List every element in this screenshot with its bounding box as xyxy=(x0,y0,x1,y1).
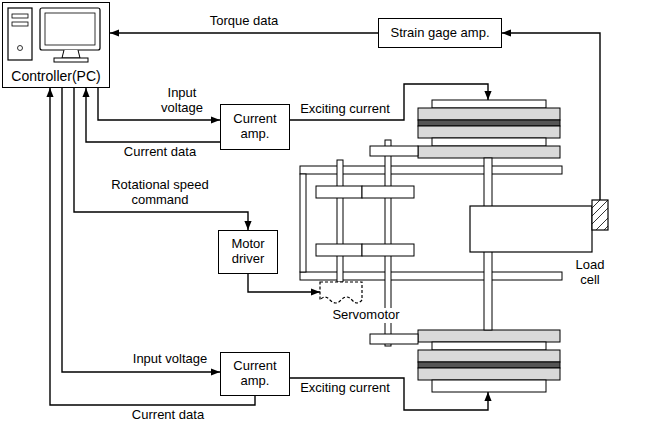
gear xyxy=(316,244,362,256)
frame-post xyxy=(300,174,306,272)
signal-label: Exciting current xyxy=(294,102,396,117)
box-text: Strain gage amp. xyxy=(390,26,489,41)
amplifier-box: Current amp. xyxy=(220,104,290,150)
stack-plate xyxy=(418,368,560,380)
box-text: Current amp. xyxy=(225,112,285,142)
stack-plate xyxy=(432,138,546,146)
signal-label: Input voltage xyxy=(126,352,214,367)
load-cell-hatch xyxy=(592,200,608,230)
signal-arrow xyxy=(62,88,220,372)
pinion xyxy=(370,334,418,344)
gear xyxy=(362,186,414,198)
load-cell-wire xyxy=(502,33,600,200)
monitor-base xyxy=(54,58,88,62)
monitor-screen xyxy=(45,13,95,45)
box-text: Current amp. xyxy=(225,359,285,389)
stack-plate xyxy=(418,362,560,368)
motor-drive-wire xyxy=(248,274,320,292)
box-text: Controller(PC) xyxy=(11,68,100,84)
stack-plate xyxy=(432,342,546,350)
servomotor xyxy=(320,282,362,303)
signal-arrow xyxy=(110,32,378,33)
drive-bay xyxy=(12,22,28,26)
signal-label: Torque data xyxy=(196,14,292,29)
controller-pc: Controller(PC) xyxy=(2,2,110,88)
part-name: Load cell xyxy=(566,258,614,288)
drive-bay xyxy=(12,14,28,18)
exciting-current-wire xyxy=(290,378,488,410)
stack-plate xyxy=(418,350,560,362)
pc-tower xyxy=(8,8,32,60)
amplifier-box: Strain gage amp. xyxy=(378,18,502,48)
stack-plate xyxy=(418,108,560,120)
stack-plate xyxy=(418,330,560,342)
gear xyxy=(362,244,414,256)
signal-label: Exciting current xyxy=(294,381,396,396)
power-button xyxy=(18,46,23,51)
load-arm xyxy=(470,206,592,252)
stack-plate xyxy=(432,380,546,392)
signal-label: Input voltage xyxy=(152,86,212,116)
part-name: Servomotor xyxy=(326,308,406,323)
pinion xyxy=(370,146,418,156)
signal-label: Rotational speed command xyxy=(100,178,220,208)
monitor-stand xyxy=(62,50,80,58)
exciting-current-wire xyxy=(290,84,488,120)
driver-box: Motor driver xyxy=(218,230,278,274)
signal-label: Current data xyxy=(118,145,202,160)
stack-plate xyxy=(432,100,546,108)
load-cell xyxy=(592,200,608,230)
amplifier-box: Current amp. xyxy=(220,352,290,396)
stack-plate xyxy=(418,126,560,138)
stack-plate xyxy=(418,120,560,126)
pc-monitor xyxy=(40,8,100,50)
box-text: Motor driver xyxy=(223,237,273,267)
stack-plate xyxy=(418,146,560,158)
gear xyxy=(316,186,362,198)
motor-shaft xyxy=(337,160,343,282)
signal-label: Current data xyxy=(126,408,210,423)
